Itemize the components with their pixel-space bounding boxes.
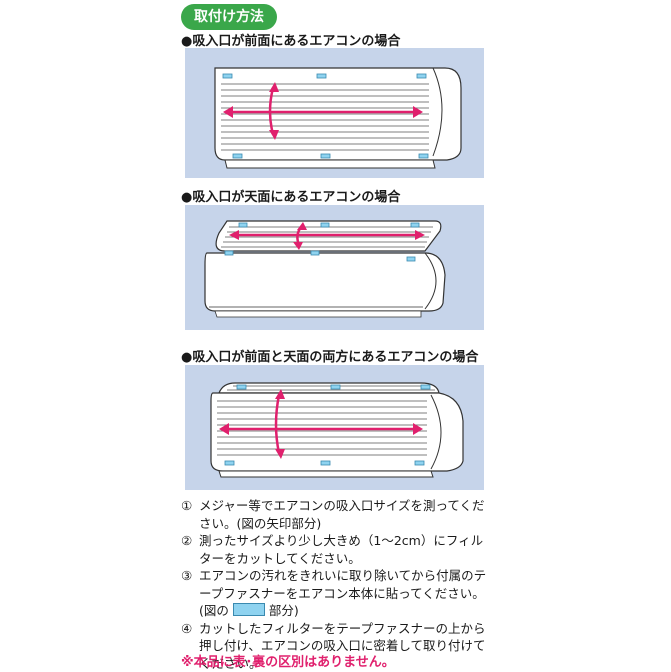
step-number: ② — [181, 532, 199, 567]
section-title-front-intake: ●吸入口が前面にあるエアコンの場合 — [181, 30, 400, 49]
diagram-front-intake — [185, 48, 484, 178]
diagram-top-intake — [185, 205, 484, 330]
step-text: エアコンの汚れをきれいに取り除いてから付属のテープファスナーをエアコン本体に貼っ… — [199, 568, 486, 601]
step-text: メジャー等でエアコンの吸入口サイズを測ってください。(図の矢印部分) — [199, 497, 491, 532]
step-number: ① — [181, 497, 199, 532]
section-badge: 取付け方法 — [181, 4, 277, 30]
legend-prefix: (図の — [199, 603, 229, 618]
footnote: ※本品に表･裏の区別はありません。 — [181, 651, 395, 670]
diagram-front-and-top-intake — [185, 365, 484, 490]
step-3: ③ エアコンの汚れをきれいに取り除いてから付属のテープファスナーをエアコン本体に… — [181, 567, 491, 620]
step-number: ③ — [181, 567, 199, 620]
step-text-wrap: エアコンの汚れをきれいに取り除いてから付属のテープファスナーをエアコン本体に貼っ… — [199, 567, 491, 620]
section-title-front-and-top-intake: ●吸入口が前面と天面の両方にあるエアコンの場合 — [181, 346, 478, 365]
step-2: ② 測ったサイズより少し大きめ（1〜2cm）にフィルターをカットしてください。 — [181, 532, 491, 567]
step-text: 測ったサイズより少し大きめ（1〜2cm）にフィルターをカットしてください。 — [199, 532, 491, 567]
instruction-steps: ① メジャー等でエアコンの吸入口サイズを測ってください。(図の矢印部分) ② 測… — [181, 497, 491, 672]
tape-fastener-swatch-icon — [233, 603, 265, 616]
step-1: ① メジャー等でエアコンの吸入口サイズを測ってください。(図の矢印部分) — [181, 497, 491, 532]
section-title-top-intake: ●吸入口が天面にあるエアコンの場合 — [181, 186, 400, 205]
legend-suffix: 部分) — [269, 603, 299, 618]
